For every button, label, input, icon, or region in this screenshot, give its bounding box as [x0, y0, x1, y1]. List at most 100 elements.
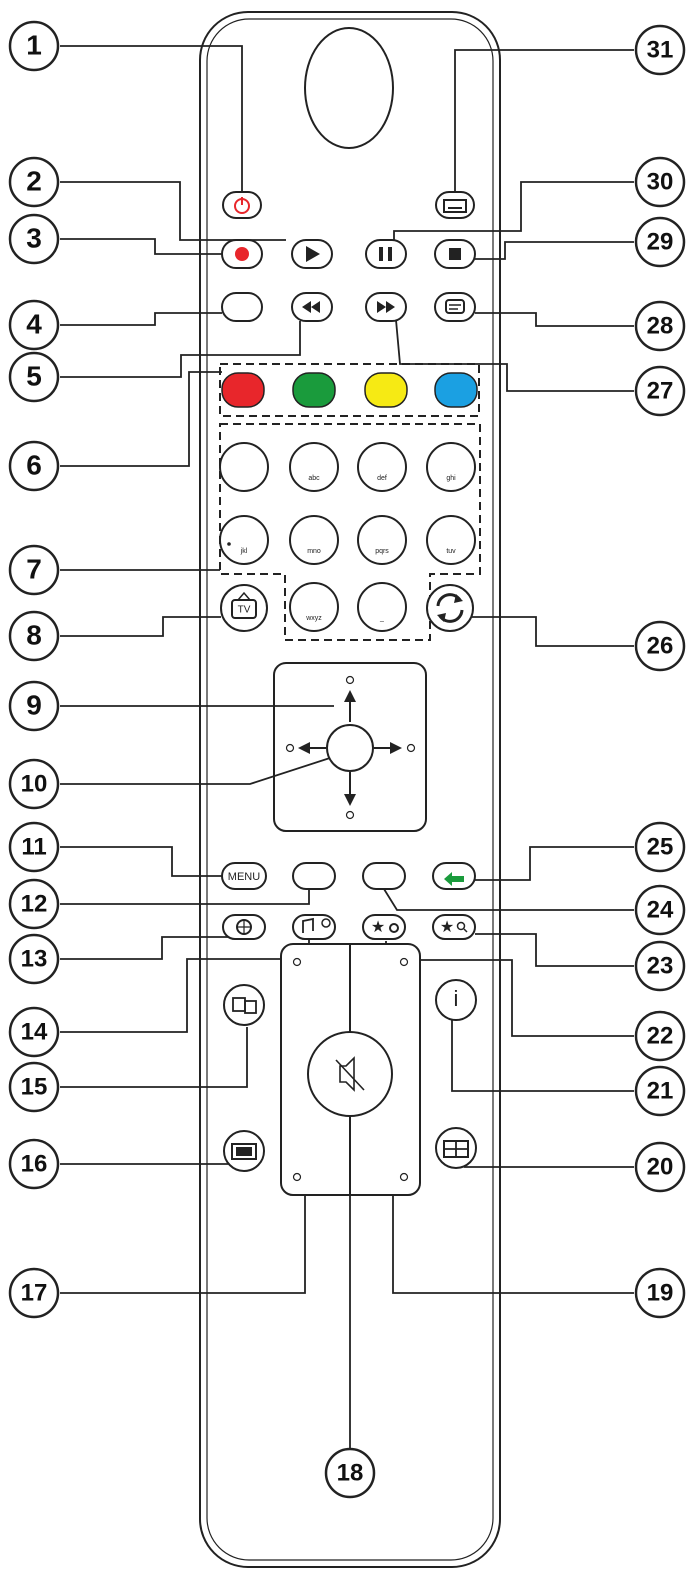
callout-line — [60, 616, 221, 637]
yellow-button[interactable] — [364, 372, 408, 408]
speech-bubble-icon — [445, 299, 465, 314]
green-button[interactable] — [292, 372, 336, 408]
callout-number: 30 — [647, 168, 674, 195]
right-arrow-button[interactable] — [374, 742, 416, 754]
swap-button[interactable] — [426, 584, 474, 632]
callout-number: 17 — [21, 1279, 48, 1306]
picture-size-button[interactable] — [435, 1127, 477, 1169]
subtitle-button[interactable] — [435, 191, 475, 219]
blue-button[interactable] — [434, 372, 478, 408]
screen-icon — [231, 1143, 257, 1160]
screen-mode-button[interactable] — [223, 1130, 265, 1172]
power-button[interactable] — [222, 191, 262, 219]
back-button[interactable] — [432, 862, 476, 890]
music-note-icon — [302, 917, 314, 933]
keypad-button-9[interactable]: wxyz — [289, 582, 339, 632]
info-label: i — [454, 986, 459, 1011]
callout-number: 31 — [647, 36, 674, 63]
callout-badge — [324, 1447, 376, 1499]
callout-21: 21 — [451, 1016, 686, 1117]
callout-number: 16 — [21, 1150, 48, 1177]
callout-badge — [8, 1006, 60, 1058]
callout-24: 24 — [383, 884, 686, 936]
media-browser-button[interactable] — [222, 914, 266, 940]
callout-number: 2 — [26, 165, 42, 196]
left-arrow-button[interactable] — [285, 742, 327, 754]
callout-badge — [634, 1065, 686, 1117]
keypad-button-5[interactable]: jkl — [219, 515, 269, 565]
blank-button-right[interactable] — [362, 862, 406, 890]
pause-button[interactable] — [365, 239, 407, 269]
callout-19: 19 — [392, 1165, 686, 1319]
callout-12: 12 — [8, 878, 310, 930]
callout-badge — [634, 24, 686, 76]
keypad-button-3[interactable]: def — [357, 442, 407, 492]
callout-line — [395, 319, 634, 392]
blank-function-button[interactable] — [221, 292, 263, 322]
music-photo-button[interactable] — [292, 914, 336, 940]
callout-badge — [8, 1267, 60, 1319]
callout-line — [60, 321, 301, 378]
callout-number: 24 — [647, 896, 674, 923]
callout-number: 27 — [647, 377, 674, 404]
callout-22: 22 — [385, 941, 686, 1062]
fast-forward-icon — [377, 301, 395, 313]
epg-button[interactable] — [223, 984, 265, 1026]
keypad-button-6[interactable]: mno — [289, 515, 339, 565]
tv-button[interactable]: TV — [220, 584, 268, 632]
record-button[interactable] — [221, 239, 263, 269]
play-button[interactable] — [291, 239, 333, 269]
fast-forward-button[interactable] — [365, 292, 407, 322]
keypad-label: ghi — [446, 475, 456, 482]
keypad-button-4[interactable]: ghi — [426, 442, 476, 492]
rewind-button[interactable] — [291, 292, 333, 322]
down-arrow-button[interactable] — [344, 772, 356, 820]
blank-button-left[interactable] — [292, 862, 336, 890]
callout-line — [60, 756, 334, 785]
red-button[interactable] — [221, 372, 265, 408]
keypad-label: pqrs — [375, 548, 389, 555]
info-button[interactable]: i — [435, 979, 477, 1021]
callout-number: 18 — [337, 1459, 364, 1486]
callout-lines: 1234567891011121314151617181920212223242… — [8, 20, 686, 1499]
remote-body — [199, 11, 501, 1568]
callout-number: 29 — [647, 228, 674, 255]
callout-3: 3 — [8, 213, 222, 265]
callout-1: 1 — [8, 20, 243, 192]
callout-6: 6 — [8, 371, 222, 492]
keypad-label: wxyz — [305, 615, 322, 622]
callout-line — [60, 1027, 248, 1088]
keypad-button-1[interactable] — [219, 442, 269, 492]
favourite-search-button[interactable]: ★ — [432, 914, 476, 940]
menu-button[interactable]: MENU — [221, 862, 267, 890]
callout-number: 10 — [21, 770, 48, 797]
callout-line — [454, 49, 634, 192]
callout-badge — [8, 299, 60, 351]
return-icon — [444, 872, 464, 886]
callout-number: 1 — [26, 29, 42, 60]
up-arrow-button[interactable] — [344, 675, 356, 723]
stop-button[interactable] — [434, 239, 476, 269]
callout-number: 7 — [26, 553, 42, 584]
callout-line — [385, 941, 634, 1037]
keypad-label: _ — [379, 615, 384, 622]
keypad-label: def — [377, 475, 387, 482]
ok-button[interactable] — [326, 724, 374, 772]
callout-number: 20 — [647, 1153, 674, 1180]
mute-button[interactable] — [307, 1031, 393, 1117]
callout-4: 4 — [8, 299, 222, 351]
keypad-button-10[interactable]: _ — [357, 582, 407, 632]
callout-26: 26 — [472, 616, 686, 672]
keypad-button-8[interactable]: tuv — [426, 515, 476, 565]
favourite-settings-button[interactable]: ★ — [362, 914, 406, 940]
keypad-button-2[interactable]: abc — [289, 442, 339, 492]
callout-25: 25 — [475, 821, 686, 881]
teletext-button[interactable] — [434, 292, 476, 322]
numeric-keypad-group — [219, 423, 481, 641]
callout-15: 15 — [8, 1027, 248, 1113]
callout-28: 28 — [475, 300, 686, 352]
callout-number: 3 — [26, 222, 42, 253]
callout-11: 11 — [8, 821, 222, 877]
callout-10: 10 — [8, 756, 334, 810]
keypad-button-7[interactable]: pqrs — [357, 515, 407, 565]
